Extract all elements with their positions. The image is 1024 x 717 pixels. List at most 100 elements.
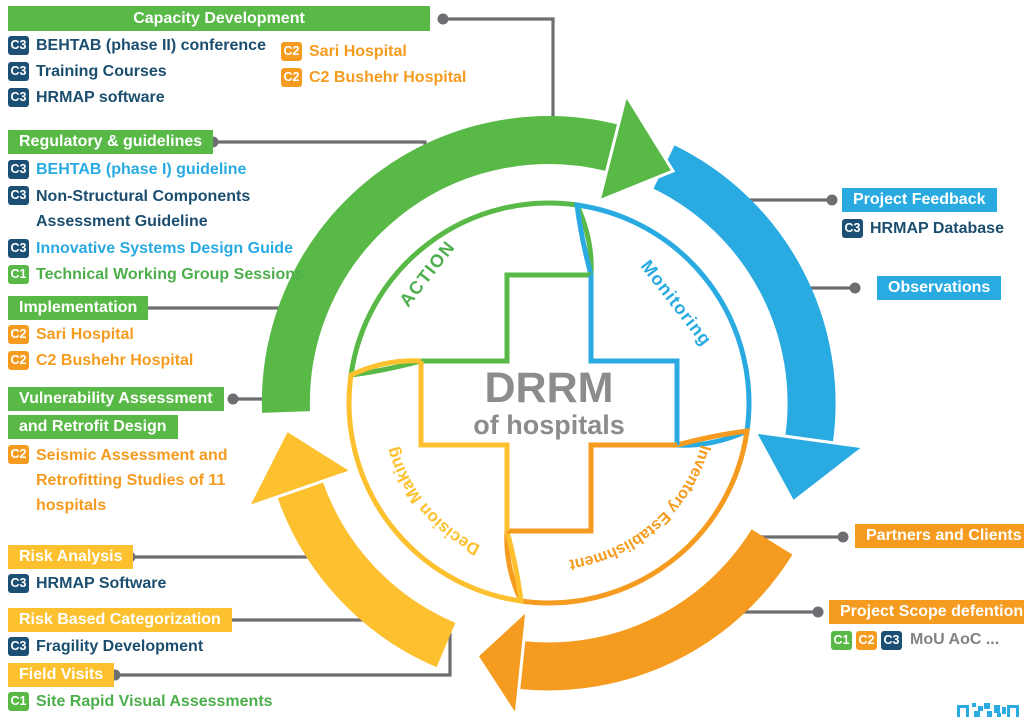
field-visits-items: C1 Site Rapid Visual Assessments	[8, 690, 273, 716]
badge-c2: C2	[8, 325, 29, 344]
header-project-feedback: Project Feedback	[842, 188, 997, 212]
list-item: C1 C2 C3 MoU AoC ...	[831, 628, 999, 651]
monitoring-arrowhead	[752, 430, 868, 505]
header-observations: Observations	[877, 276, 1002, 300]
header-risk-analysis: Risk Analysis	[8, 545, 134, 569]
list-item: C3 HRMAP Software	[8, 572, 166, 595]
project-scope-items: C1 C2 C3 MoU AoC ...	[831, 628, 999, 654]
project-feedback-items: C3 HRMAP Database	[842, 217, 1004, 243]
action-arrowhead	[596, 91, 676, 204]
badge-c3: C3	[8, 239, 29, 258]
list-item: C2 C2 Bushehr Hospital	[281, 66, 466, 89]
header-partners: Partners and Clients	[855, 524, 1024, 548]
item-label: Site Rapid Visual Assessments	[36, 693, 273, 710]
item-label: HRMAP Software	[36, 575, 167, 592]
item-label: Training Courses	[36, 63, 167, 80]
monitoring-petal	[574, 202, 752, 448]
qr-code-fragment	[957, 703, 1019, 717]
badge-c3: C3	[8, 160, 29, 179]
inventory-arrow-arc	[518, 529, 793, 691]
implementation-items: C2 Sari Hospital C2 C2 Bushehr Hospital	[8, 323, 193, 375]
decision-arrowhead	[244, 427, 356, 510]
badge-c3: C3	[8, 62, 29, 81]
vulnerability-items: C2 Seismic Assessment and Retrofitting S…	[8, 443, 241, 521]
section-partners: Partners and Clients	[855, 524, 1024, 548]
inventory-arrowhead	[475, 606, 529, 717]
list-item: C3 BEHTAB (phase II) conference	[8, 34, 266, 57]
badge-c2: C2	[281, 42, 302, 61]
decision-arrow-arc	[277, 480, 456, 668]
section-capacity-development: Capacity Development	[8, 6, 430, 31]
item-label: BEHTAB (phase II) conference	[36, 37, 266, 54]
header-project-scope: Project Scope defention	[829, 600, 1024, 624]
list-item: C3 BEHTAB (phase I) guideline	[8, 158, 293, 181]
risk-categorization-items: C3 Fragility Development	[8, 635, 203, 661]
capacity-items-right: C2 Sari Hospital C2 C2 Bushehr Hospital	[281, 40, 466, 92]
badge-c1: C1	[8, 265, 29, 284]
list-item: C2 Sari Hospital	[8, 323, 193, 346]
item-label: Seismic Assessment and Retrofitting Stud…	[36, 447, 228, 514]
badge-c3: C3	[8, 88, 29, 107]
item-label: Fragility Development	[36, 638, 204, 655]
capacity-items-left: C3 BEHTAB (phase II) conference C3 Train…	[8, 34, 266, 112]
header-risk-categorization: Risk Based Categorization	[8, 608, 232, 632]
header-vulnerability-2: and Retrofit Design	[8, 415, 178, 439]
regulatory-items: C3 BEHTAB (phase I) guideline C3 Non-Str…	[8, 158, 304, 289]
badge-c1: C1	[831, 631, 852, 650]
list-item: C3 HRMAP Database	[842, 217, 1004, 240]
cross-blue-segment	[588, 275, 680, 445]
header-capacity-development: Capacity Development	[8, 6, 430, 31]
badge-c2: C2	[856, 631, 877, 650]
action-petal	[348, 200, 594, 378]
quadrant-label-monitoring: Monitoring	[637, 256, 716, 349]
item-label: Innovative Systems Design Guide	[36, 240, 293, 257]
section-project-scope: Project Scope defention	[829, 600, 1024, 624]
central-cross	[418, 272, 680, 534]
center-subtitle: of hospitals	[473, 410, 625, 440]
decision-petal	[346, 358, 524, 604]
inner-petals	[346, 200, 752, 606]
list-item: C3 Non-Structural Components Assessment …	[8, 184, 293, 234]
cross-yellow-segment	[418, 361, 510, 531]
cross-orange-segment	[507, 442, 677, 534]
section-regulatory: Regulatory & guidelines	[8, 130, 214, 154]
badge-c3: C3	[8, 574, 29, 593]
action-arrow-arc	[261, 116, 619, 413]
badge-c3: C3	[842, 219, 863, 238]
quadrant-label-decision: Decision Making	[382, 445, 482, 559]
section-observations: Observations	[877, 276, 1002, 300]
badge-c1: C1	[8, 692, 29, 711]
section-vulnerability-line2: and Retrofit Design	[8, 415, 178, 439]
list-item: C2 Seismic Assessment and Retrofitting S…	[8, 443, 241, 518]
badge-c3: C3	[8, 637, 29, 656]
section-field-visits: Field Visits	[8, 663, 115, 687]
item-label: HRMAP Database	[870, 220, 1004, 237]
inventory-petal	[504, 428, 750, 606]
cross-green-segment	[421, 272, 591, 364]
quadrant-label-action: ACTION	[395, 237, 459, 311]
connector-lines	[120, 17, 850, 677]
list-item: C2 C2 Bushehr Hospital	[8, 349, 193, 372]
badge-c2: C2	[281, 68, 302, 87]
item-label: MoU AoC ...	[910, 631, 1000, 648]
item-label: C2 Bushehr Hospital	[36, 352, 194, 369]
badge-c3: C3	[8, 186, 29, 205]
section-implementation: Implementation	[8, 296, 149, 320]
header-vulnerability: Vulnerability Assessment	[8, 387, 224, 411]
item-label: BEHTAB (phase I) guideline	[36, 161, 247, 178]
section-risk-analysis: Risk Analysis	[8, 545, 134, 569]
risk-analysis-items: C3 HRMAP Software	[8, 572, 166, 598]
item-label: C2 Bushehr Hospital	[309, 69, 467, 86]
badge-c3: C3	[881, 631, 902, 650]
list-item: C3 Training Courses	[8, 60, 266, 83]
list-item: C3 HRMAP software	[8, 86, 266, 109]
badge-c2: C2	[8, 445, 29, 464]
header-regulatory: Regulatory & guidelines	[8, 130, 214, 154]
item-label: Sari Hospital	[309, 43, 407, 60]
item-label: Sari Hospital	[36, 326, 134, 343]
center-title: DRRM	[485, 364, 614, 412]
badge-c3: C3	[8, 36, 29, 55]
item-label: Technical Working Group Sessions	[36, 266, 304, 283]
section-risk-categorization: Risk Based Categorization	[8, 608, 232, 632]
